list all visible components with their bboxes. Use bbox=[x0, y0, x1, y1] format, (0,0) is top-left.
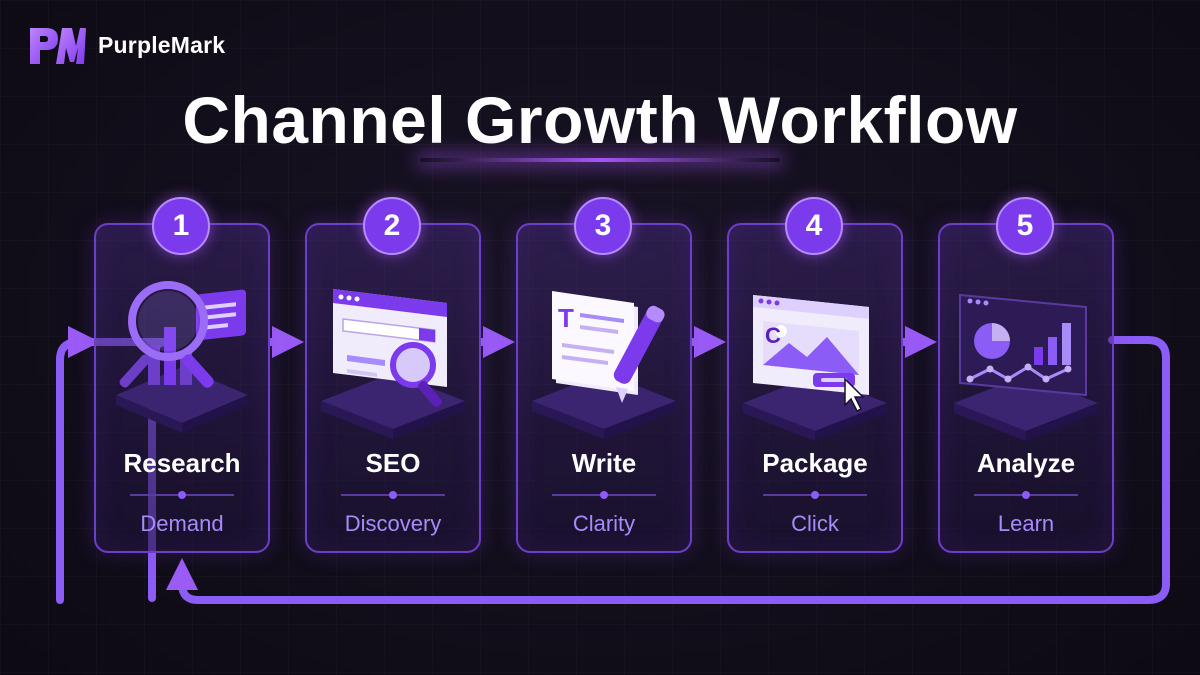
step-divider bbox=[130, 491, 234, 499]
step-subtitle: Discovery bbox=[344, 511, 442, 536]
step-card-analyze: 5 Analyze Learn bbox=[938, 197, 1114, 553]
thumbnail-cursor-icon: C bbox=[729, 255, 901, 445]
step-card-seo: 2 SEO Discovery bbox=[305, 197, 481, 553]
step-title: SEO bbox=[365, 448, 421, 478]
purplemark-logo-icon bbox=[30, 28, 86, 64]
step-number-badge: 4 bbox=[785, 197, 843, 255]
brand: PurpleMark bbox=[26, 24, 225, 66]
loop-back-arrow bbox=[166, 336, 1170, 604]
step-subtitle: Click bbox=[791, 511, 839, 536]
loop-entry-arrow bbox=[56, 326, 100, 604]
step-subtitle: Clarity bbox=[572, 511, 636, 536]
svg-text:T: T bbox=[558, 303, 574, 333]
step-card-write: 3 T Write Clarity bbox=[516, 197, 692, 553]
step-divider bbox=[552, 491, 656, 499]
step-title: Package bbox=[762, 448, 868, 478]
title-underline-glow bbox=[420, 158, 780, 162]
step-number-badge: 2 bbox=[363, 197, 421, 255]
step-card-package: 4 C Package Click bbox=[727, 197, 903, 553]
page-title: Channel Growth Workflow bbox=[182, 83, 1018, 157]
analytics-dashboard-icon bbox=[940, 255, 1112, 445]
step-number-badge: 3 bbox=[574, 197, 632, 255]
step-divider bbox=[341, 491, 445, 499]
step-number-badge: 1 bbox=[152, 197, 210, 255]
document-pen-icon: T bbox=[518, 255, 690, 445]
magnifier-chart-icon bbox=[96, 255, 268, 445]
step-card-research: 1 Research Demand bbox=[94, 197, 270, 553]
step-divider bbox=[763, 491, 867, 499]
step-title: Research bbox=[123, 448, 241, 478]
step-subtitle: Demand bbox=[140, 511, 224, 536]
step-subtitle: Learn bbox=[997, 511, 1055, 536]
brand-name: PurpleMark bbox=[98, 31, 226, 58]
browser-search-icon bbox=[307, 255, 479, 445]
svg-text:C: C bbox=[765, 323, 781, 348]
step-number-badge: 5 bbox=[996, 197, 1054, 255]
step-title: Analyze bbox=[976, 448, 1076, 478]
step-divider bbox=[974, 491, 1078, 499]
step-title: Write bbox=[571, 448, 637, 478]
